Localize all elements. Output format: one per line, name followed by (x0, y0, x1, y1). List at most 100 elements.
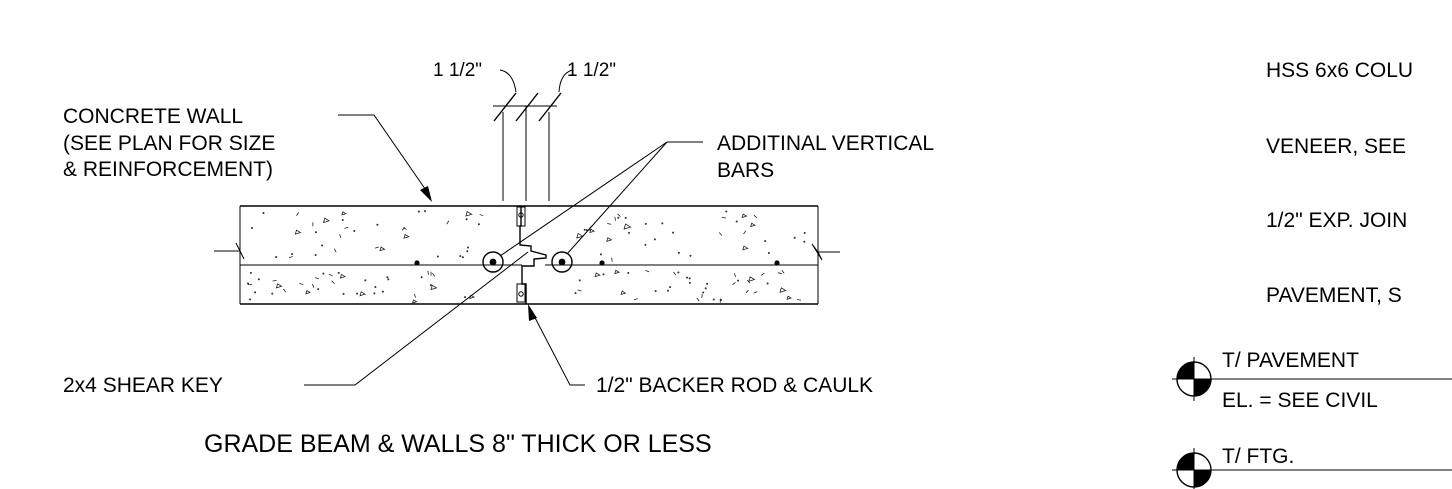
horizontal-bar-2 (599, 260, 605, 266)
concrete-speckle (602, 273, 605, 276)
concrete-speckle (574, 292, 577, 295)
dim-label-right: 1 1/2" (567, 60, 616, 81)
concrete-speckle (403, 233, 410, 239)
concrete-speckle (688, 277, 691, 280)
concrete-speckle (706, 282, 709, 285)
concrete-speckle (624, 216, 627, 219)
concrete-speckle (420, 276, 423, 279)
concrete-speckle (583, 228, 586, 231)
concrete-speckle (666, 289, 669, 292)
concrete-speckle (314, 277, 319, 280)
concrete-speckle (576, 232, 584, 239)
concrete-speckle (374, 246, 379, 249)
elevation-target-icon (1172, 357, 1216, 401)
wall-section (214, 205, 840, 305)
left-break-line (214, 242, 245, 260)
concrete-speckle (333, 248, 337, 253)
concrete-speckle (669, 286, 672, 289)
concrete-speckle (359, 291, 367, 297)
vertical-bar-right (558, 258, 566, 266)
concrete-speckle (797, 299, 802, 301)
concrete-speckle (721, 216, 726, 219)
concrete-speckle (387, 278, 390, 281)
concrete-wall-callout: CONCRETE WALL (SEE PLAN FOR SIZE & REINF… (63, 105, 432, 202)
pavement-elevation-marker: T/ PAVEMENT EL. = SEE CIVIL (1172, 349, 1452, 412)
concrete-speckle (401, 226, 406, 231)
concrete-speckle (341, 219, 344, 222)
concrete-speckle (374, 285, 377, 288)
concrete-speckle (257, 278, 260, 281)
shear-key-leader (304, 251, 529, 386)
dim-leader-left (499, 69, 517, 93)
note-veneer: VENEER, SEE (1266, 135, 1406, 158)
concrete-speckle (743, 230, 747, 235)
concrete-speckle (249, 271, 252, 274)
note-pavement: PAVEMENT, S (1266, 284, 1402, 307)
concrete-speckle (461, 256, 464, 259)
concrete-speckle (379, 246, 386, 252)
concrete-speckle (459, 255, 462, 258)
concrete-speckle (578, 279, 581, 282)
concrete-speckle (779, 287, 787, 293)
concrete-speckle (620, 290, 627, 295)
wall-label-line-3: & REINFORCEMENT) (63, 158, 273, 181)
concrete-speckle (786, 295, 792, 300)
concrete-speckle (262, 212, 265, 215)
wall-label-line-1: CONCRETE WALL (63, 105, 243, 128)
concrete-speckle (322, 217, 331, 224)
concrete-speckle (312, 283, 315, 288)
concrete-speckle (250, 226, 253, 229)
concrete-speckle (689, 254, 692, 257)
concrete-speckle (314, 253, 317, 256)
concrete-speckle (627, 231, 630, 234)
backer-rod-leader (530, 309, 585, 386)
concrete-speckle (653, 238, 656, 241)
concrete-speckle (654, 290, 657, 293)
bars-label-line-1: ADDITINAL VERTICAL (717, 132, 934, 155)
concrete-speckle (381, 290, 384, 293)
concrete-speckle (734, 273, 736, 278)
concrete-speckle (417, 210, 420, 213)
bars-label-line-2: BARS (717, 159, 774, 182)
concrete-speckle (386, 276, 389, 279)
concrete-speckle (607, 223, 612, 225)
pavement-marker-elevation: EL. = SEE CIVIL (1222, 389, 1378, 412)
concrete-speckle (742, 245, 749, 251)
concrete-speckle (353, 229, 356, 232)
concrete-speckle (288, 255, 293, 259)
wall-leader-arrow (420, 186, 432, 202)
concrete-speckle (339, 273, 346, 279)
vertical-bar-circle-left (482, 251, 504, 273)
detail-title: GRADE BEAM & WALLS 8" THICK OR LESS (204, 430, 712, 458)
vertical-bar-left (489, 258, 497, 266)
wall-label-line-2: (SEE PLAN FOR SIZE (63, 132, 275, 155)
bars-leader-right (566, 141, 668, 255)
concrete-speckle (745, 289, 749, 294)
concrete-speckle (344, 226, 349, 229)
concrete-speckle (465, 210, 473, 217)
elevation-target-icon (1172, 448, 1216, 489)
concrete-speckle (686, 276, 689, 279)
concrete-speckle (748, 276, 756, 282)
right-break-line (811, 243, 840, 261)
dim-leader-right (558, 69, 573, 93)
concrete-speckle (750, 222, 756, 228)
concrete-speckle (432, 272, 435, 277)
concrete-speckle (704, 287, 707, 290)
concrete-speckle (314, 231, 317, 234)
concrete-speckle (275, 255, 278, 258)
dim-tick-3 (538, 92, 562, 122)
concrete-speckle (688, 281, 691, 284)
concrete-speckle (373, 292, 376, 295)
concrete-speckle (465, 218, 468, 221)
concrete-speckle (413, 293, 417, 298)
concrete-speckle (793, 236, 796, 239)
concrete-speckle (725, 210, 728, 213)
concrete-speckle (322, 272, 325, 275)
concrete-speckle (436, 255, 439, 258)
backer-rod-top (516, 206, 526, 227)
concrete-speckle (291, 252, 294, 255)
concrete-speckle (337, 271, 340, 274)
concrete-speckle (342, 292, 345, 295)
